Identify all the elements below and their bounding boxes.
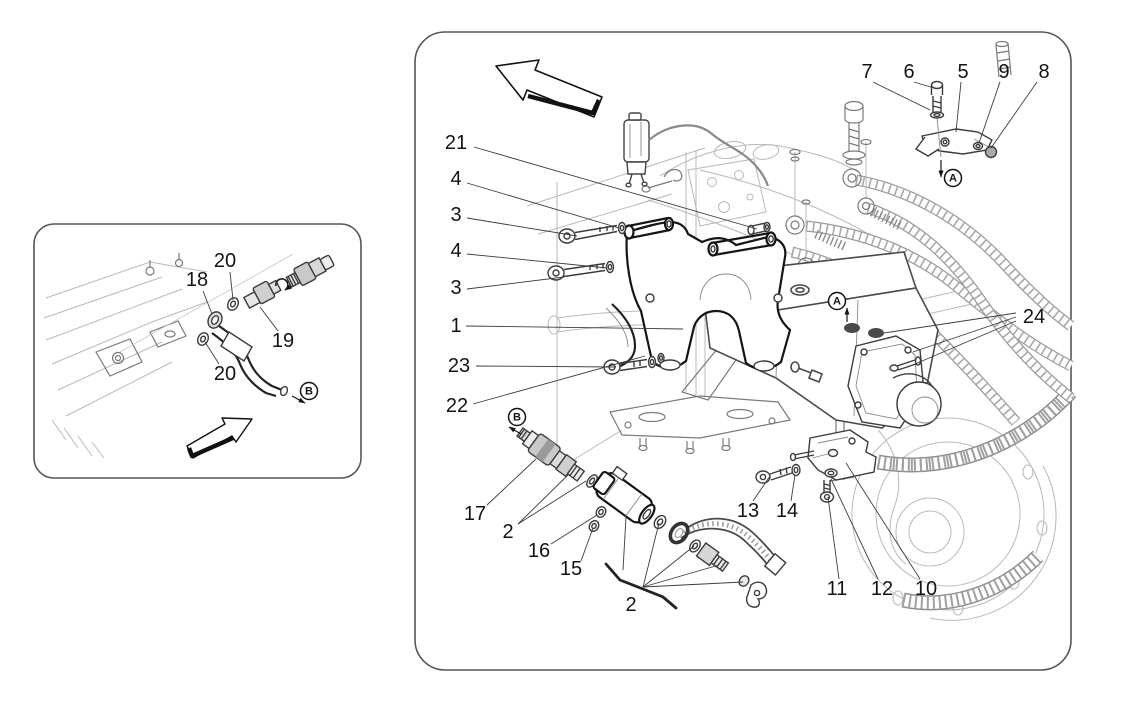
leader-line — [465, 325, 684, 330]
leader-line — [990, 81, 1038, 149]
callout-label: 10 — [915, 578, 937, 600]
main-panel-artwork — [495, 40, 1077, 621]
engine-bolt-drawing — [842, 40, 1012, 166]
rotation-arrow-icon — [275, 278, 292, 291]
detail-marker-arrow — [508, 426, 522, 435]
bell-housing-sketch — [851, 417, 1057, 621]
leader-line — [642, 522, 660, 588]
callout-label: 18 — [186, 269, 208, 291]
leader-line — [642, 545, 695, 588]
detail-marker-circle — [507, 407, 527, 427]
leader-line — [517, 473, 570, 525]
leader-line — [955, 81, 962, 133]
detail-marker-label: B — [513, 412, 521, 424]
callout-label: 2 — [625, 594, 636, 616]
leader-line — [466, 217, 578, 237]
callout-label: 8 — [1038, 61, 1049, 83]
callout-label: 1 — [450, 315, 461, 337]
electrical-connector-drawing — [623, 112, 770, 188]
pump-accumulator-drawing — [847, 335, 942, 429]
panel-left-border — [33, 223, 362, 479]
leader-line — [913, 81, 935, 89]
callout-label: 2 — [502, 521, 513, 543]
pressure-sensor-valve-drawing — [516, 426, 787, 608]
leader-line — [790, 474, 796, 502]
callout-label: 4 — [450, 168, 461, 190]
sensor-sketch — [285, 254, 335, 289]
callout-label: 17 — [464, 503, 486, 525]
direction-arrow-left — [186, 417, 253, 459]
direction-arrow-main — [495, 59, 603, 118]
callout-label: 13 — [737, 500, 759, 522]
pipe-clamp-bracket-drawing — [914, 80, 998, 159]
callout-label: 20 — [214, 250, 236, 272]
leader-line — [845, 462, 921, 580]
callout-label: 15 — [560, 558, 582, 580]
callout-label: 3 — [450, 204, 461, 226]
valve-bracket-drawing — [755, 429, 877, 503]
panel-main-border — [414, 31, 1072, 671]
callout-label: 7 — [861, 61, 872, 83]
callout-label: 21 — [445, 132, 467, 154]
leader-line — [204, 341, 220, 365]
callout-label: 4 — [450, 240, 461, 262]
panel-borders — [33, 31, 1072, 671]
leader-line — [229, 271, 234, 301]
leader-line — [912, 316, 1017, 353]
callout-label: 6 — [903, 61, 914, 83]
callout-label: 5 — [957, 61, 968, 83]
leader-line — [472, 355, 646, 405]
leader-line — [259, 306, 279, 332]
detail-marker-circle — [299, 381, 319, 401]
leader-line — [907, 320, 1017, 368]
leader-line — [473, 146, 758, 230]
leader-line — [486, 458, 537, 506]
detail-marker-label: B — [305, 386, 313, 398]
leader-line — [872, 81, 931, 111]
hose-and-washers-sketch — [196, 254, 335, 398]
leader-line — [550, 514, 598, 545]
callout-label: 20 — [214, 363, 236, 385]
braided-hose-large — [876, 386, 1077, 611]
callout-label: 3 — [450, 277, 461, 299]
callout-label: 9 — [998, 61, 1009, 83]
detail-marker-circle — [943, 168, 963, 188]
callout-label: 24 — [1023, 306, 1045, 328]
leader-line — [642, 564, 720, 588]
leader-line — [642, 581, 744, 588]
callout-label: 12 — [871, 578, 893, 600]
leader-line — [883, 312, 1017, 334]
callout-layer: 21 4 3 4 3 1 23 22 17 2 16 15 2 13 14 11 12 10 7 6 5 9 8 24 20 18… — [186, 61, 1050, 616]
leader-line — [978, 81, 1001, 144]
callout-label: 16 — [528, 540, 550, 562]
leader-line — [517, 480, 587, 525]
callout-label: 22 — [446, 395, 468, 417]
mounting-screws-drawing — [547, 221, 771, 375]
leader-line — [466, 276, 565, 290]
leader-line — [202, 290, 213, 315]
detail-marker-label: A — [833, 296, 841, 308]
detail-marker-arrow — [291, 395, 306, 404]
leader-line — [752, 475, 771, 502]
callout-brace — [604, 562, 678, 610]
leader-line — [830, 478, 879, 580]
leader-line — [827, 496, 840, 580]
callout-label: 19 — [272, 330, 294, 352]
leader-line — [475, 365, 617, 368]
detail-marker-circle — [827, 291, 847, 311]
actuation-bracket-drawing — [605, 216, 792, 372]
callout-label: 14 — [776, 500, 798, 522]
leader-line — [466, 182, 620, 229]
callout-label: 11 — [827, 578, 848, 600]
callout-label: 23 — [448, 355, 470, 377]
leader-line — [622, 516, 627, 571]
leader-line — [580, 527, 594, 562]
left-panel-artwork — [43, 253, 335, 459]
leader-line — [466, 253, 608, 269]
detail-marker-label: A — [949, 173, 957, 185]
engine-corner-sketch — [43, 253, 294, 459]
